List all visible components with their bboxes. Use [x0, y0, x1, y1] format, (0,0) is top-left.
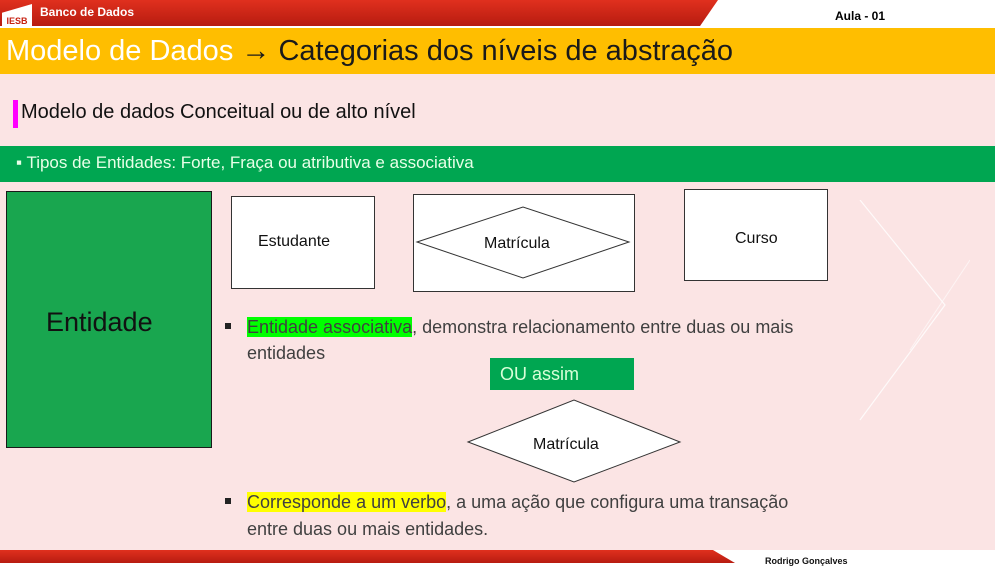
bullet-2 — [225, 498, 231, 504]
matricula-diamond-alt — [466, 399, 682, 483]
matricula-diamond — [415, 206, 631, 279]
curso-entity-box — [684, 189, 828, 281]
course-name: Banco de Dados — [40, 5, 135, 19]
matricula-label: Matrícula — [484, 235, 550, 252]
slide-title: Modelo de Dados → Categorias dos níveis … — [6, 35, 733, 68]
subtitle: Modelo de dados Conceitual ou de alto ní… — [21, 101, 416, 123]
verb-rest: , a uma ação que configura uma transação — [446, 492, 789, 512]
header-red-band — [0, 0, 718, 26]
author-name: Rodrigo Gonçalves — [765, 556, 848, 566]
footer-red-band — [0, 550, 735, 563]
entity-block — [6, 191, 212, 448]
title-bar — [0, 28, 995, 74]
associative-entity-text: Entidade associativa, demonstra relacion… — [247, 314, 793, 340]
types-banner — [0, 146, 995, 182]
associative-entity-highlight: Entidade associativa — [247, 317, 413, 337]
subtitle-accent — [13, 100, 18, 128]
estudante-entity-box — [231, 196, 375, 289]
bullet-1 — [225, 323, 231, 329]
matricula-alt-label: Matrícula — [533, 436, 599, 453]
ou-assim-label: OU assim — [500, 364, 580, 384]
entity-label: Entidade — [46, 307, 153, 337]
associative-entity-rest: , demonstra relacionamento entre duas ou… — [412, 317, 794, 337]
verb-highlight: Corresponde a um verbo — [247, 492, 447, 512]
verb-line2: entre duas ou mais entidades. — [247, 519, 489, 539]
decorative-chevron — [859, 200, 970, 421]
title-rest: → Categorias dos níveis de abstração — [233, 35, 734, 67]
title-first: Modelo de Dados — [6, 35, 234, 67]
ou-assim-box — [490, 358, 634, 390]
associative-entity-line2: entidades — [247, 343, 326, 363]
estudante-label: Estudante — [258, 233, 331, 250]
types-banner-text: ▪ Tipos de Entidades: Forte, Fraça ou at… — [16, 153, 474, 172]
lesson-number: Aula - 01 — [835, 9, 886, 23]
curso-label: Curso — [735, 230, 778, 247]
verb-text: Corresponde a um verbo, a uma ação que c… — [247, 489, 788, 515]
